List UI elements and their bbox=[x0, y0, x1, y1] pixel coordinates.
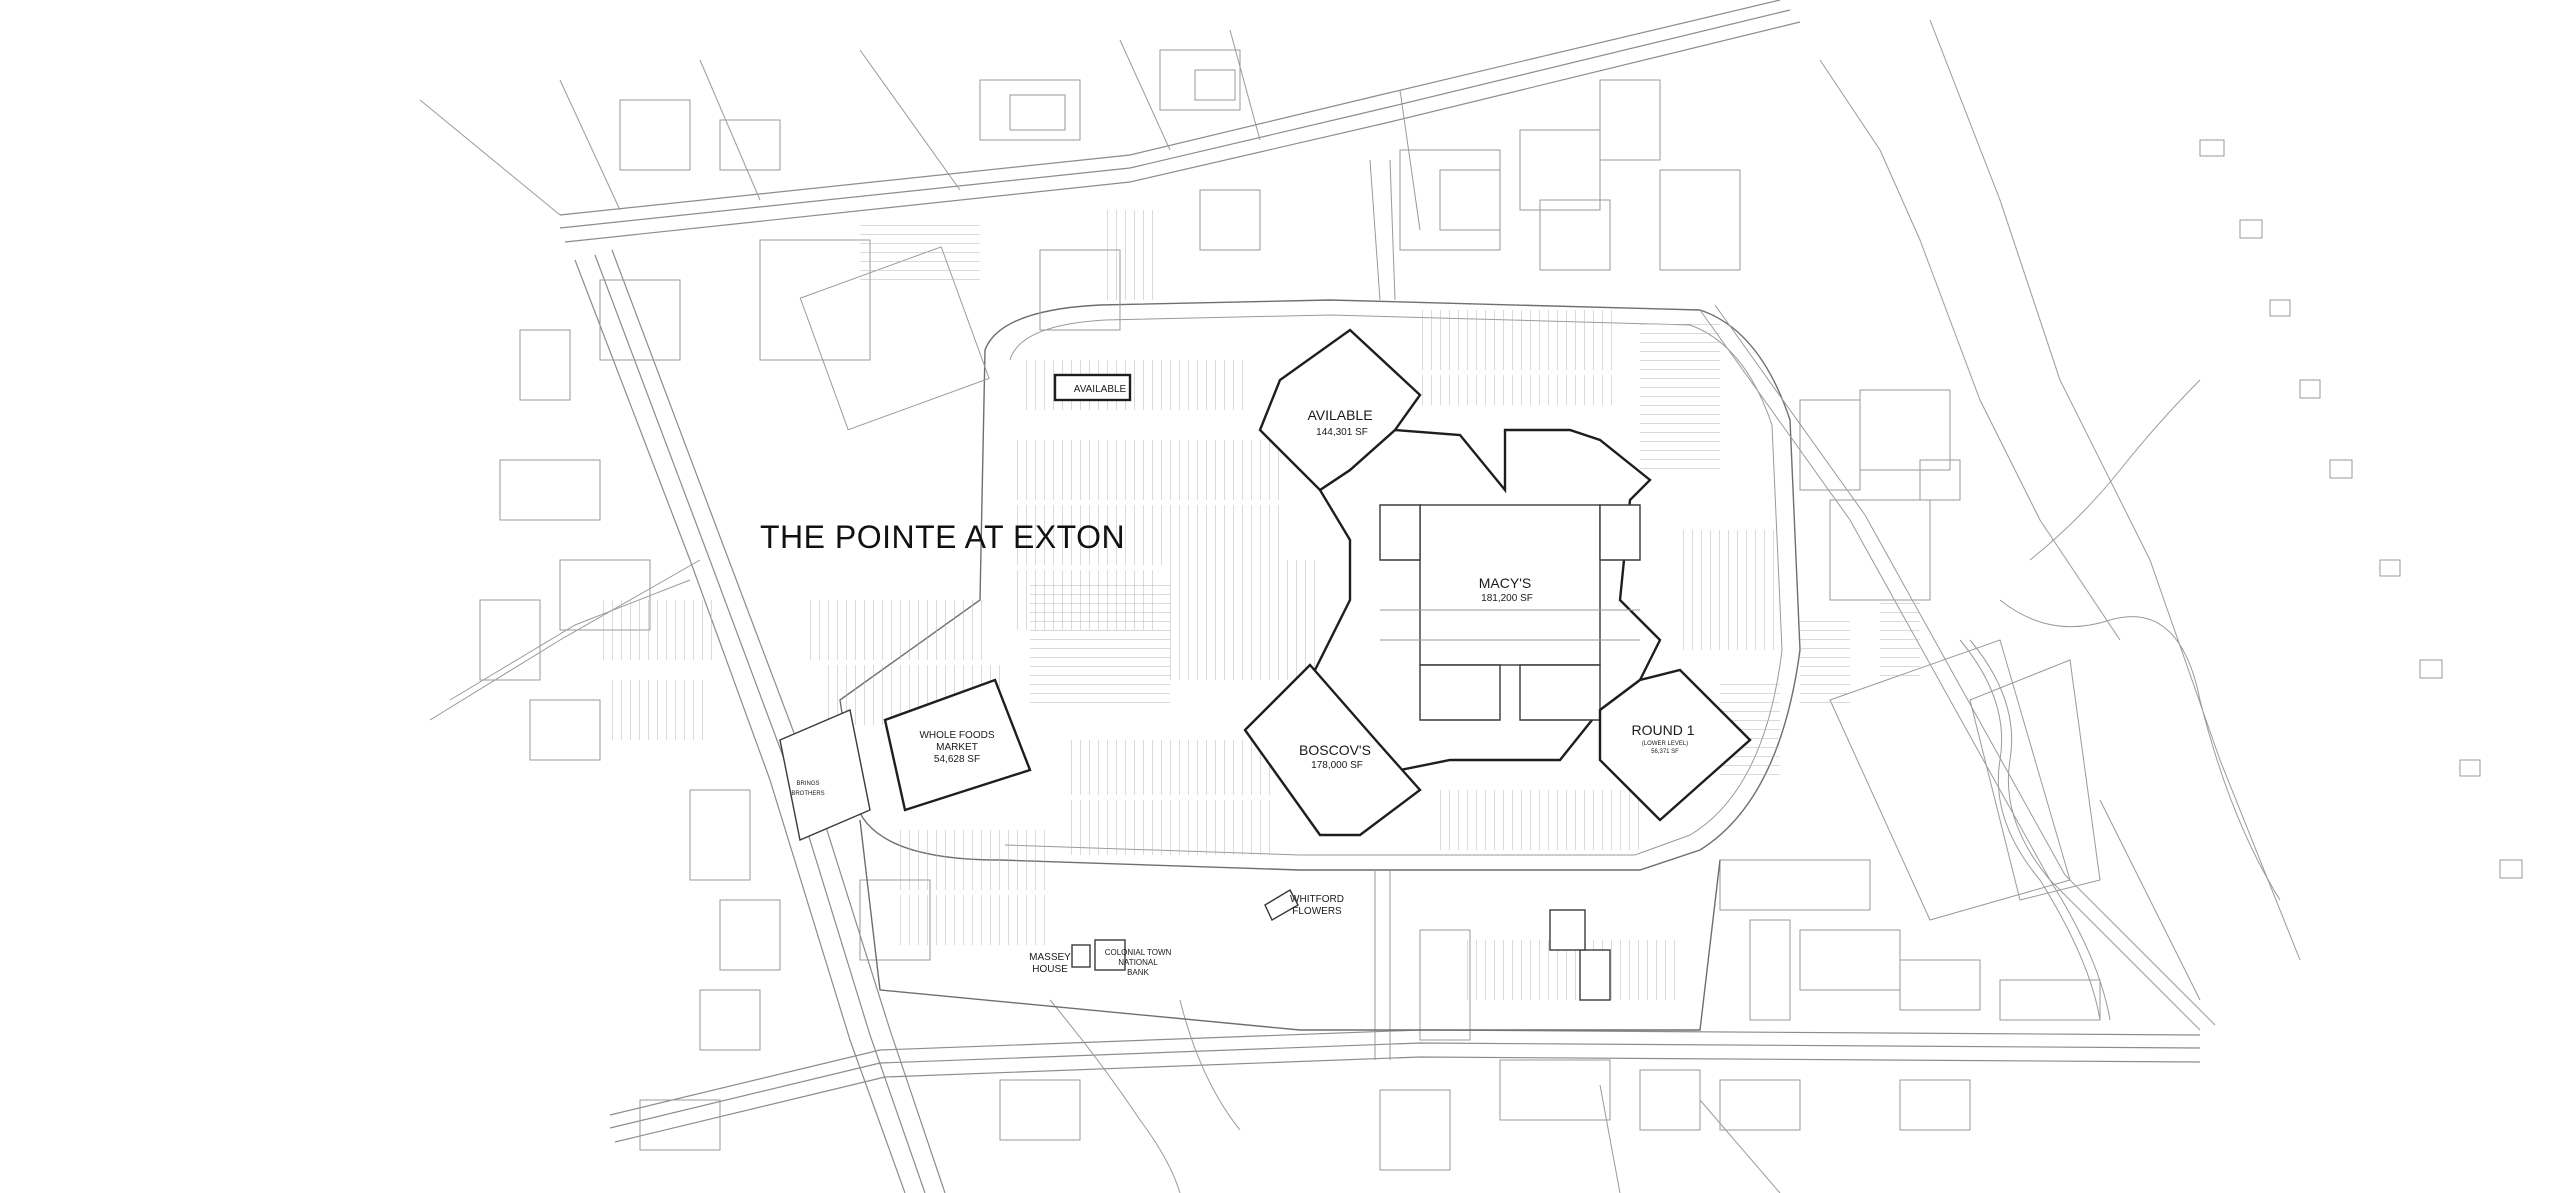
boscovs-name: BOSCOV'S bbox=[1299, 742, 1371, 758]
wholefoods-area: 54,628 SF bbox=[934, 754, 980, 765]
macys-area: 181,200 SF bbox=[1481, 593, 1533, 604]
boscovs-area: 178,000 SF bbox=[1311, 760, 1363, 771]
brings-brothers-line2: BROTHERS bbox=[791, 791, 824, 797]
massey-house-line2: HOUSE bbox=[1032, 964, 1068, 975]
parking-fields bbox=[600, 210, 1920, 1000]
wholefoods-name-line2: MARKET bbox=[936, 742, 978, 753]
whitford-flowers-line2: FLOWERS bbox=[1292, 906, 1342, 917]
massey-house-line1: MASSEY bbox=[1029, 952, 1071, 963]
whitford-flowers-line1: WHITFORD bbox=[1290, 894, 1344, 905]
brings-brothers-line1: BRINGS bbox=[796, 781, 819, 787]
round1-note: (LOWER LEVEL) bbox=[1642, 741, 1688, 747]
round1-area: 56,371 SF bbox=[1651, 749, 1679, 755]
map-labels: THE POINTE AT EXTON AVAILABLE AVILABLE 1… bbox=[760, 384, 1695, 977]
mall-building bbox=[779, 328, 1752, 1001]
bank-line3: BANK bbox=[1127, 968, 1149, 977]
north-anchor-area: 144,301 SF bbox=[1316, 427, 1368, 438]
available-lot-label: AVAILABLE bbox=[1074, 384, 1127, 395]
bank-line2: NATIONAL bbox=[1118, 958, 1158, 967]
surrounding-parcels bbox=[479, 49, 2523, 1171]
bank-line1: COLONIAL TOWN bbox=[1105, 948, 1172, 957]
round1-name: ROUND 1 bbox=[1631, 722, 1694, 738]
site-title: THE POINTE AT EXTON bbox=[760, 519, 1125, 555]
wholefoods-name-line1: WHOLE FOODS bbox=[919, 730, 994, 741]
macys-name: MACY'S bbox=[1479, 575, 1531, 591]
north-anchor-name: AVILABLE bbox=[1307, 407, 1372, 423]
